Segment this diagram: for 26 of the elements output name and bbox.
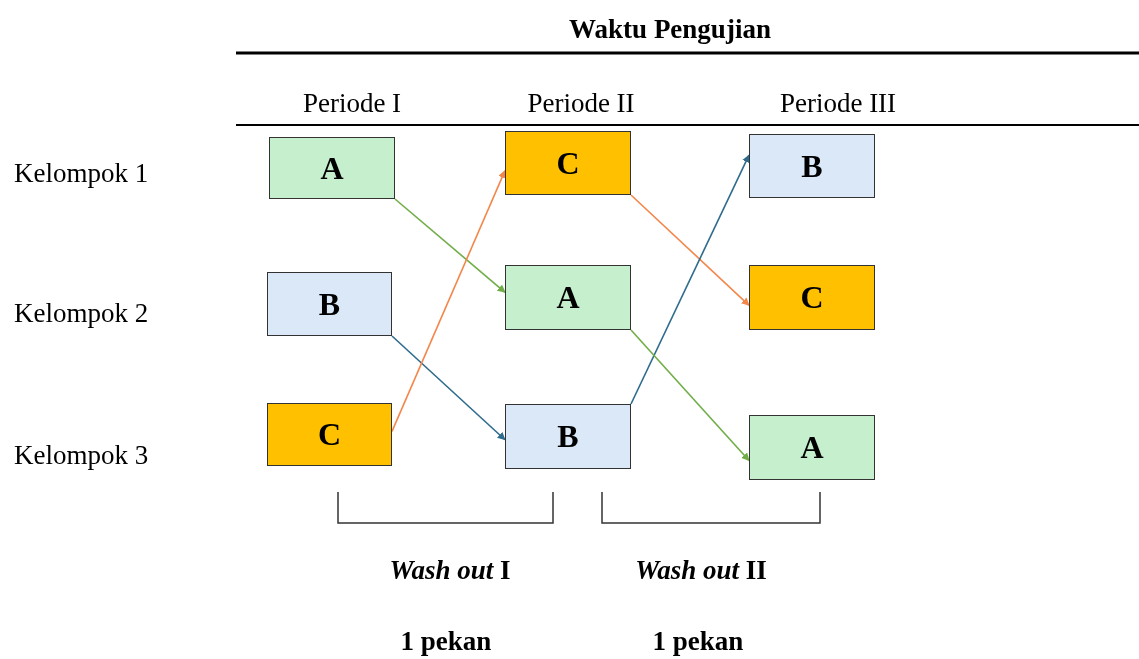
treatment-box: A — [505, 265, 631, 330]
duration-label: 1 pekan — [652, 626, 744, 657]
heading: Waktu Pengujian — [569, 14, 771, 44]
arrow — [630, 154, 750, 405]
column-header: Periode I — [302, 88, 402, 119]
arrow — [630, 329, 750, 462]
treatment-box: B — [505, 404, 631, 469]
period-label: Wash out II — [635, 555, 767, 586]
row-label: Kelompok 3 — [14, 440, 149, 471]
treatment-box: B — [749, 134, 875, 198]
row-label: Kelompok 2 — [14, 298, 149, 329]
column-header: Periode III — [779, 88, 897, 119]
row-label: Kelompok 1 — [14, 158, 149, 189]
treatment-box: A — [269, 137, 395, 199]
treatment-box: C — [749, 265, 875, 330]
treatment-box: C — [505, 131, 631, 195]
treatment-box: B — [267, 272, 392, 336]
duration-label: 1 pekan — [400, 626, 492, 657]
treatment-box: A — [749, 415, 875, 480]
arrow — [391, 169, 506, 433]
period-label: Wash out I — [389, 555, 511, 586]
treatment-box: C — [267, 403, 392, 466]
arrow — [394, 198, 506, 294]
arrow — [391, 335, 506, 441]
column-header: Periode II — [527, 88, 635, 119]
arrow — [630, 194, 750, 307]
